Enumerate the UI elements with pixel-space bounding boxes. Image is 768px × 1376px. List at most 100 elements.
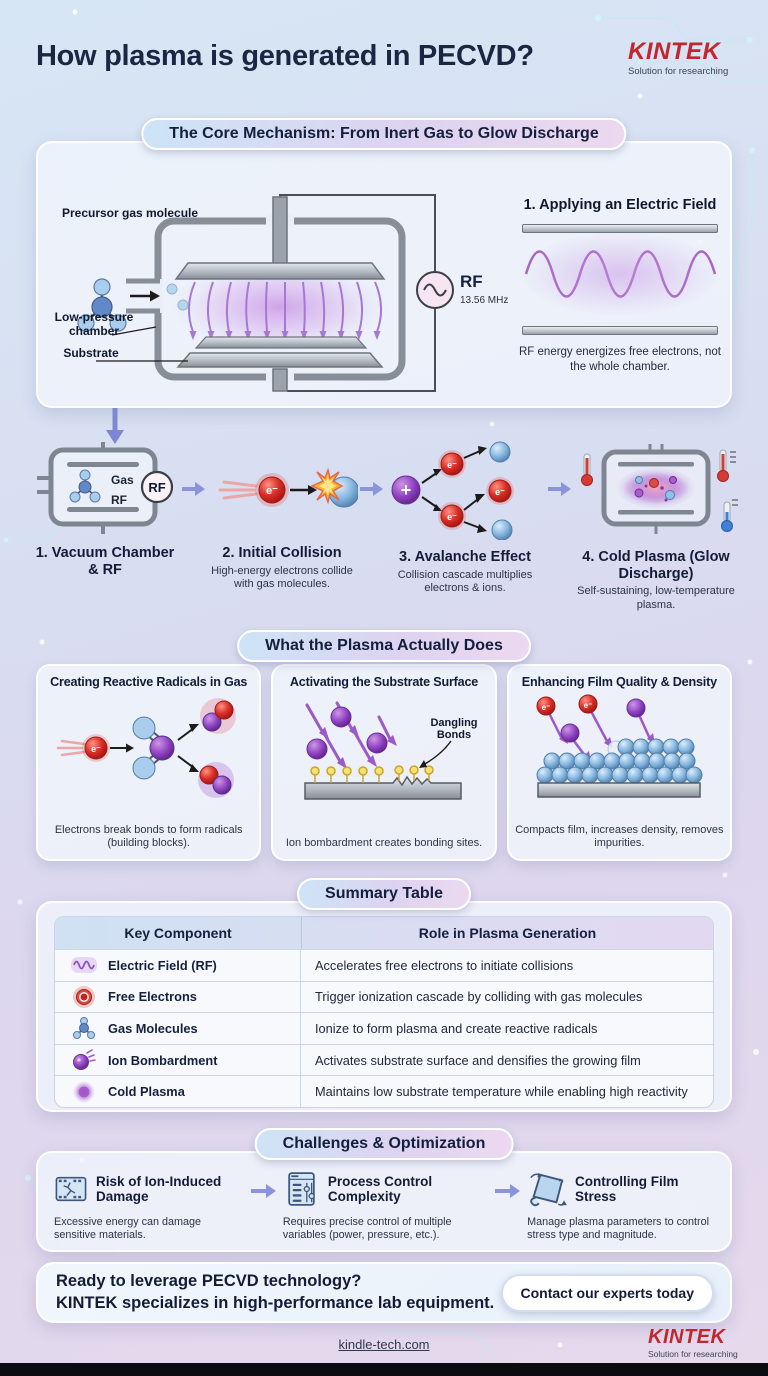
low-pressure-chamber-label: Low-pressure chamber bbox=[54, 310, 134, 338]
rf-wave-icon bbox=[71, 957, 97, 974]
card-title: Enhancing Film Quality & Density bbox=[521, 675, 717, 689]
electrode-bar-top bbox=[522, 224, 718, 233]
card-reactive-radicals: Creating Reactive Radicals in Gas e⁻ bbox=[36, 664, 262, 861]
process-steps-row: Gas RF RF 1. Vacuum Chamber & RF e⁻ 2. I… bbox=[30, 440, 738, 613]
brand-name: KINTEK bbox=[628, 38, 721, 65]
electrode-bar-bottom bbox=[522, 326, 718, 335]
curled-film-icon bbox=[530, 1172, 568, 1207]
arrow-right-icon bbox=[495, 1184, 521, 1198]
cta-line1: Ready to leverage PECVD technology? bbox=[56, 1271, 362, 1290]
challenge-title: Risk of Ion-Induced Damage bbox=[95, 1173, 222, 1204]
precursor-molecule-icon bbox=[77, 278, 127, 332]
challenges-panel: Risk of Ion-Induced Damage Excessive ene… bbox=[36, 1151, 732, 1252]
challenge-film-stress: Controlling Film Stress Manage plasma pa… bbox=[527, 1168, 716, 1243]
cta-panel: Ready to leverage PECVD technology? KINT… bbox=[36, 1262, 732, 1323]
step-caption: High-energy electrons collide with gas m… bbox=[211, 564, 353, 591]
table-header-role: Role in Plasma Generation bbox=[418, 925, 597, 941]
rf-label: RF bbox=[460, 272, 483, 291]
table-row: Ion Bombardment Activates substrate surf… bbox=[55, 1043, 713, 1076]
challenge-title: Process Control Complexity bbox=[327, 1173, 433, 1204]
table-row: Cold Plasma Maintains low substrate temp… bbox=[55, 1075, 713, 1107]
thermometer-red-icon bbox=[581, 453, 593, 486]
section-badge-core-mechanism: The Core Mechanism: From Inert Gas to Gl… bbox=[141, 118, 627, 150]
page-title: How plasma is generated in PECVD? bbox=[36, 40, 534, 72]
rf-source-icon bbox=[416, 271, 454, 309]
substrate-label: Substrate bbox=[63, 346, 119, 360]
svg-text:e⁻: e⁻ bbox=[495, 487, 505, 497]
section-badge-challenges: Challenges & Optimization bbox=[254, 1128, 514, 1160]
step-title: 2. Initial Collision bbox=[222, 545, 342, 561]
radical-formation-diagram: e⁻ bbox=[56, 698, 236, 798]
table-row: Electric Field (RF) Accelerates free ele… bbox=[55, 949, 713, 981]
svg-text:RF: RF bbox=[148, 480, 165, 495]
vacuum-chamber-icon: Gas RF RF bbox=[37, 442, 174, 534]
step-title: 1. Vacuum Chamber & RF bbox=[35, 545, 175, 578]
avalanche-icon: + e⁻ e⁻ e⁻ bbox=[391, 441, 514, 540]
rf-sine-wave bbox=[522, 233, 718, 315]
section-badge-plasma-functions: What the Plasma Actually Does bbox=[237, 630, 531, 662]
cold-plasma-icon bbox=[73, 1080, 95, 1103]
cta-text: Ready to leverage PECVD technology? KINT… bbox=[56, 1271, 494, 1315]
arrow-right-icon bbox=[182, 482, 205, 496]
card-caption: Compacts film, increases density, remove… bbox=[515, 823, 724, 850]
precursor-gas-label: Precursor gas molecule bbox=[61, 206, 199, 220]
arrow-right-icon bbox=[548, 482, 571, 496]
step-title: 3. Avalanche Effect bbox=[399, 549, 531, 565]
gas-molecule-icon bbox=[73, 1017, 95, 1040]
control-panel-icon bbox=[288, 1172, 315, 1206]
step-caption: Collision cascade multiplies electrons &… bbox=[397, 568, 533, 595]
step-avalanche-effect: + e⁻ e⁻ e⁻ 3. Avalanche Effect Collision… bbox=[384, 440, 546, 596]
table-row: Gas Molecules Ionize to form plasma and … bbox=[55, 1012, 713, 1044]
brand-name: KINTEK bbox=[648, 1326, 726, 1348]
svg-text:e⁻: e⁻ bbox=[542, 703, 551, 712]
field-panel-title: 1. Applying an Electric Field bbox=[523, 197, 717, 213]
step-cold-plasma: 4. Cold Plasma (Glow Discharge) Self-sus… bbox=[572, 440, 740, 613]
table-row: Free Electrons Trigger ionization cascad… bbox=[55, 980, 713, 1013]
challenge-title: Controlling Film Stress bbox=[575, 1173, 679, 1204]
challenge-ion-damage: Risk of Ion-Induced Damage Excessive ene… bbox=[54, 1168, 243, 1243]
card-title: Activating the Substrate Surface bbox=[289, 675, 479, 689]
electric-field-lines bbox=[188, 281, 382, 333]
substrate-surface bbox=[304, 775, 462, 800]
step-title: 4. Cold Plasma (Glow Discharge) bbox=[582, 549, 730, 582]
svg-text:e⁻: e⁻ bbox=[447, 512, 457, 522]
challenge-process-control: Process Control Complexity Requires prec… bbox=[283, 1168, 487, 1243]
section-badge-summary-table: Summary Table bbox=[297, 878, 471, 910]
pecvd-chamber-diagram: RF 13.56 MHz bbox=[77, 194, 508, 392]
arrow-right-icon bbox=[250, 1184, 276, 1198]
contact-button[interactable]: Contact our experts today bbox=[500, 1273, 714, 1312]
challenge-caption: Manage plasma parameters to control stre… bbox=[527, 1216, 709, 1242]
step-initial-collision: e⁻ 2. Initial Collision High-energy elec… bbox=[206, 440, 358, 592]
ion-bombardment-icon bbox=[73, 1049, 96, 1071]
thermometer-blue-icon bbox=[721, 499, 738, 532]
electric-field-panel: 1. Applying an Electric Field RF energy … bbox=[516, 197, 724, 375]
bottom-bar bbox=[0, 1363, 768, 1376]
dangling-bonds bbox=[310, 765, 434, 783]
substrate-holder bbox=[176, 352, 384, 368]
brand-tagline: Solution for researching bbox=[628, 66, 729, 77]
substrate-plate bbox=[194, 336, 368, 349]
website-link[interactable]: kindle-tech.com bbox=[338, 1337, 430, 1352]
card-title: Creating Reactive Radicals in Gas bbox=[50, 675, 248, 689]
brand-logo: KINTEK Solution for researching bbox=[628, 38, 728, 77]
table-header-component: Key Component bbox=[55, 917, 302, 949]
challenge-caption: Requires precise control of multiple var… bbox=[282, 1216, 452, 1242]
core-mechanism-panel: RF 13.56 MHz Precursor gas molecule Low-… bbox=[36, 141, 732, 408]
rf-frequency: 13.56 MHz bbox=[460, 295, 508, 306]
summary-table-panel: Key Component Role in Plasma Generation … bbox=[36, 901, 732, 1112]
cold-plasma-icon bbox=[581, 444, 738, 534]
challenge-caption: Excessive energy can damage sensitive ma… bbox=[54, 1216, 202, 1242]
svg-text:+: + bbox=[401, 480, 412, 500]
card-film-quality: Enhancing Film Quality & Density e⁻ e⁻ bbox=[506, 664, 732, 861]
ion-bombardment-diagram bbox=[304, 701, 462, 800]
field-panel-caption: RF energy energizes free electrons, not … bbox=[519, 346, 721, 373]
collision-icon: e⁻ bbox=[218, 467, 358, 508]
card-substrate-activation: Activating the Substrate Surface bbox=[271, 664, 497, 861]
damaged-film-icon bbox=[55, 1176, 87, 1202]
svg-text:Gas: Gas bbox=[111, 473, 134, 487]
thermometer-red-icon bbox=[717, 449, 736, 482]
step-vacuum-chamber: Gas RF RF 1. Vacuum Chamber & RF bbox=[30, 440, 180, 578]
step-caption: Self-sustaining, low-temperature plasma. bbox=[577, 585, 735, 612]
table-header-row: Key Component Role in Plasma Generation bbox=[55, 917, 713, 949]
svg-text:e⁻: e⁻ bbox=[91, 744, 101, 754]
